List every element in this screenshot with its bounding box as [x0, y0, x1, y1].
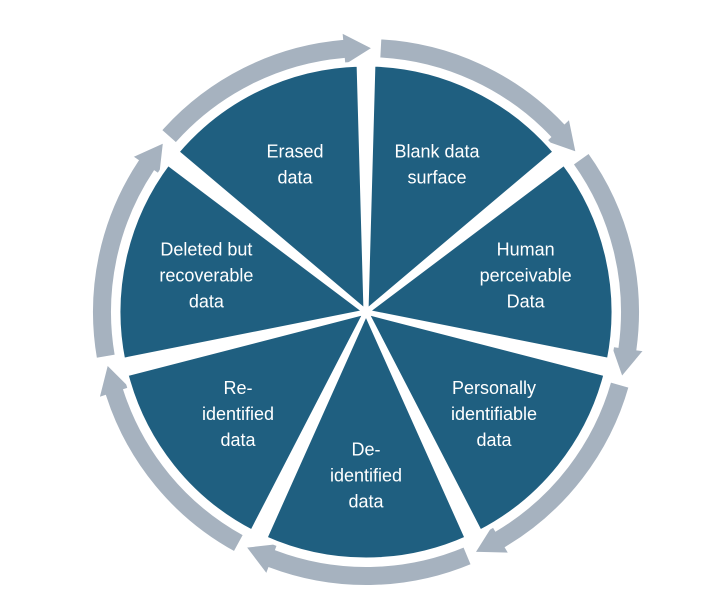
label-deleted-but-recoverable-data: Deleted but recoverable data: [159, 240, 253, 312]
label-line: Deleted but: [160, 240, 252, 260]
label-de-identified-data: De-identified data: [330, 440, 402, 512]
label-line: Erased: [266, 142, 323, 162]
segment-human-perceivable-data: [363, 160, 617, 363]
label-line: Personally: [452, 378, 536, 398]
label-line: recoverable: [159, 266, 253, 286]
label-line: surface: [407, 168, 466, 188]
cycle-arrow-5: [97, 362, 246, 554]
label-line: Re-: [223, 378, 252, 398]
label-line: identifiable: [451, 404, 537, 424]
label-line: data: [220, 430, 256, 450]
cycle-arrow-2: [571, 151, 647, 380]
label-line: data: [348, 492, 384, 512]
label-line: De-: [351, 440, 380, 460]
label-erased-data: Erased data: [266, 142, 323, 188]
label-personally-identifiable-data: Personally identifiable data: [451, 378, 537, 450]
cycle-arrows: [91, 30, 647, 587]
segment-deleted-but-recoverable-data: [115, 160, 369, 363]
label-line: Blank data: [394, 142, 480, 162]
segment-personally-identifiable-data: [363, 309, 609, 535]
segment-de-identified-data: [262, 309, 470, 563]
label-line: data: [476, 430, 512, 450]
cycle-segments: [115, 61, 617, 563]
segment-erased-data: [174, 61, 369, 315]
cycle-arrow-3: [472, 380, 631, 555]
label-blank-data-surface: Blank data surface: [394, 142, 480, 188]
label-line: perceivable: [480, 266, 572, 286]
label-re-identified-data: Re-identified data: [202, 378, 274, 450]
label-line: identified: [330, 466, 402, 486]
segment-blank-data-surface: [363, 61, 558, 315]
segment-re-identified-data: [123, 309, 369, 535]
label-line: Human: [497, 240, 555, 260]
cycle-arrow-6: [91, 140, 166, 361]
cycle-arrow-7: [159, 30, 375, 145]
label-line: data: [189, 292, 225, 312]
label-line: data: [277, 168, 313, 188]
label-line: identified: [202, 404, 274, 424]
cycle-arrow-1: [378, 37, 578, 155]
label-line: Data: [507, 292, 546, 312]
cycle-arrow-4: [243, 541, 474, 587]
